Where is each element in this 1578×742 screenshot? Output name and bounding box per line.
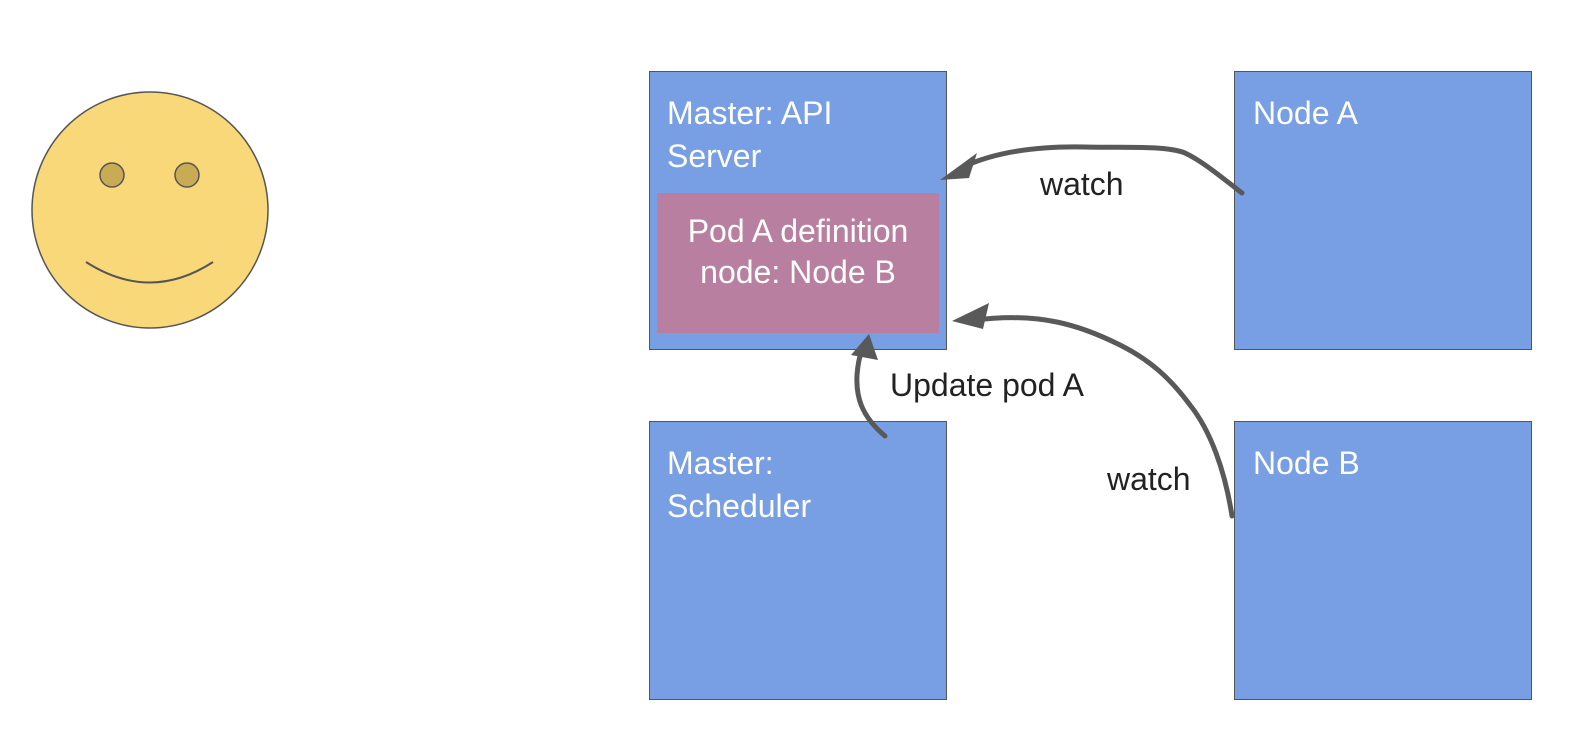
left-eye — [99, 162, 125, 188]
watch-b-label: watch — [1107, 461, 1191, 497]
node-b-box[interactable]: Node B — [1234, 421, 1532, 700]
face-circle — [31, 91, 269, 329]
pod-node-assignment: node: Node B — [700, 254, 896, 290]
right-eye — [174, 162, 200, 188]
update-pod-label: Update pod A — [890, 367, 1084, 403]
update-arrow — [854, 347, 888, 439]
node-b-label: Node B — [1253, 445, 1360, 481]
smiley-face-icon — [31, 91, 269, 329]
watch-a-arrowhead — [940, 153, 977, 180]
watch-a-label: watch — [1040, 166, 1124, 202]
update-arrowhead — [851, 334, 878, 360]
watch-b-arrowhead — [952, 303, 989, 329]
pod-definition-title: Pod A definition — [687, 213, 909, 249]
node-a-box[interactable]: Node A — [1234, 71, 1532, 350]
scheduler-label: Master: Scheduler — [667, 445, 812, 524]
watch-b-arrow — [972, 315, 1235, 519]
scheduler-box[interactable]: Master: Scheduler — [649, 421, 947, 700]
node-a-label: Node A — [1253, 95, 1358, 131]
pod-definition-box[interactable]: Pod A definition node: Node B — [657, 193, 939, 333]
smile-mouth — [85, 261, 214, 284]
api-server-label: Master: API Server — [667, 95, 833, 174]
watch-a-arrow — [960, 144, 1245, 196]
